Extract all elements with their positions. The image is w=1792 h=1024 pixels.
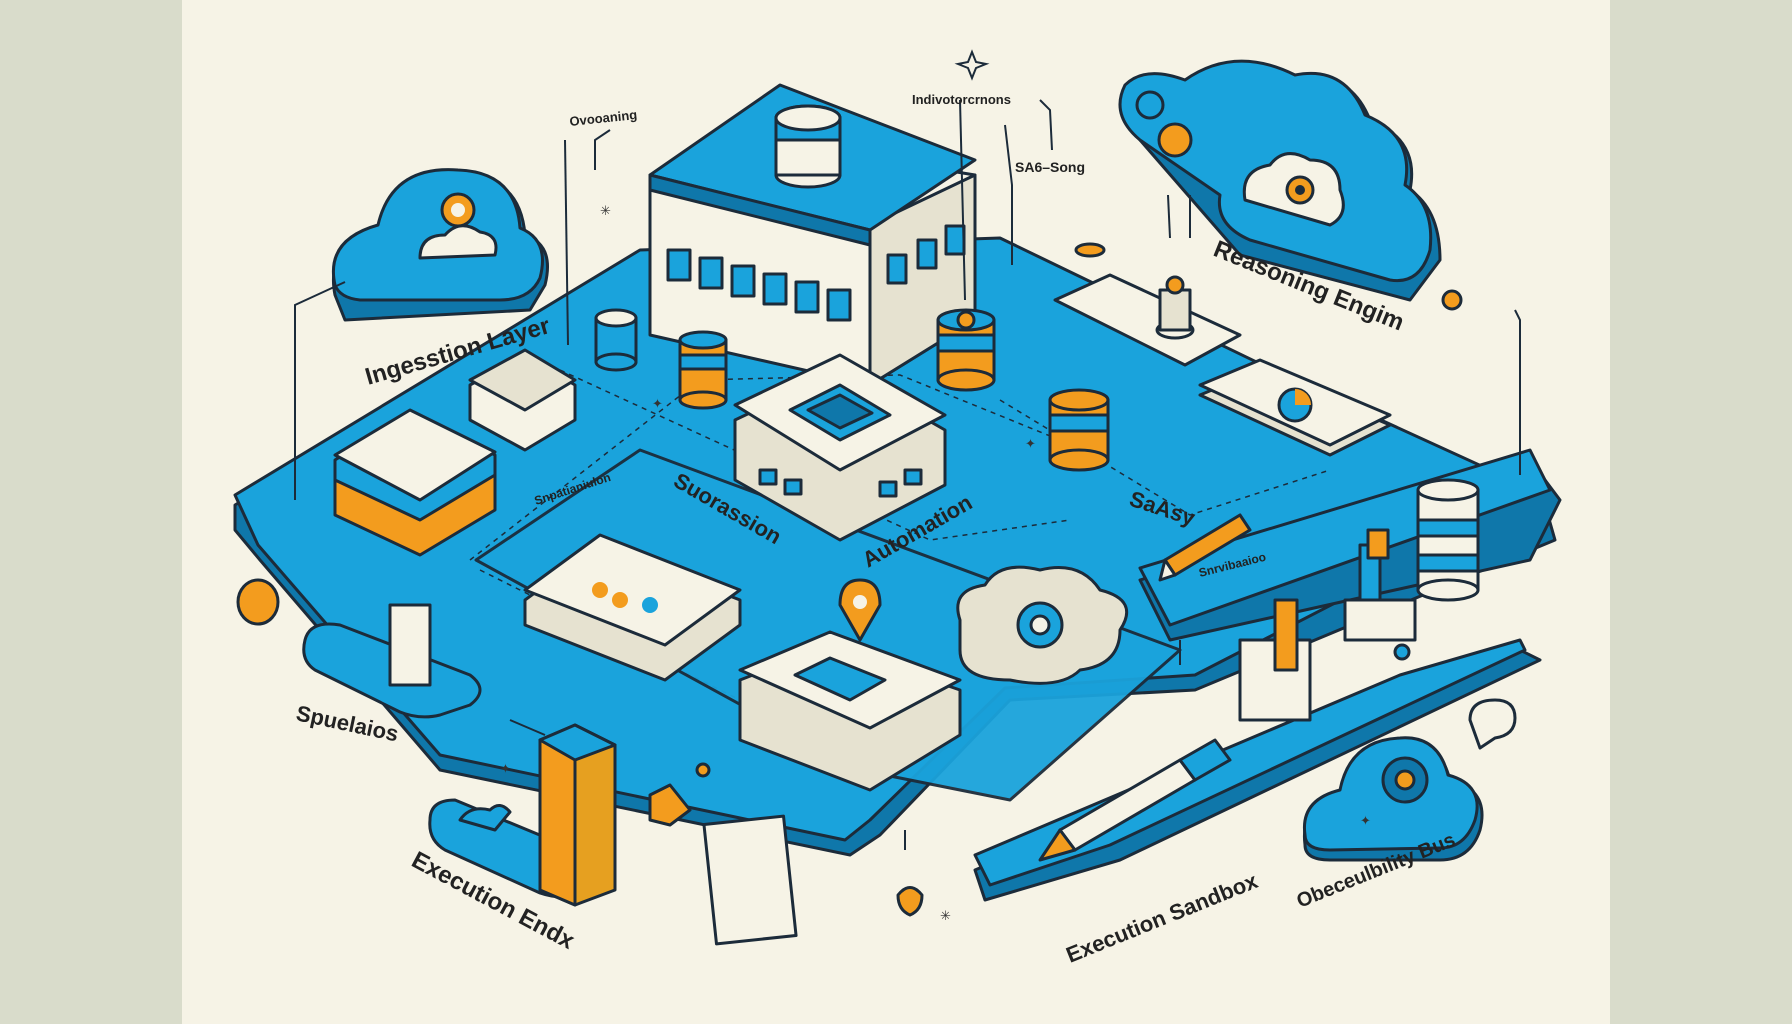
workflow-card: [523, 533, 742, 682]
svg-text:✳: ✳: [600, 203, 611, 218]
db-right-orange: [1048, 388, 1110, 472]
sparkle-icons: ✳ ✦ ✦ ✦ ✳ ✦: [500, 49, 1371, 923]
svg-text:✦: ✦: [500, 761, 511, 776]
svg-text:✦: ✦: [652, 396, 663, 411]
label-top-center: Indivotorcrnons: [912, 92, 1011, 107]
label-top-left-note: Ovooaning: [569, 107, 638, 129]
db-center: [936, 308, 996, 392]
label-top-right-note: SA6–Song: [1015, 159, 1085, 175]
svg-text:✳: ✳: [940, 908, 951, 923]
pencils: [1038, 513, 1252, 862]
reasoning-docs: [1053, 242, 1392, 457]
connector-lines: [294, 99, 1521, 850]
database-stacks: [594, 308, 1480, 602]
cloud-observability: [1302, 698, 1517, 862]
svg-text:✦: ✦: [1025, 436, 1036, 451]
decorative-coins: [236, 578, 1411, 917]
svg-text:✦: ✦: [1360, 813, 1371, 828]
db-left: [594, 308, 638, 372]
sandbox-devices: [1238, 528, 1417, 722]
db-tall-right: [1416, 478, 1480, 602]
gear-cloud: [956, 565, 1129, 685]
label-execution-sandbox: Execution Sandbox: [1063, 868, 1262, 968]
central-building: [648, 83, 977, 387]
cloud-reasoning: [1118, 59, 1463, 311]
ingestion-modules: [333, 348, 577, 557]
execution-endx-blocks: [388, 603, 798, 946]
db-orange-left: [678, 330, 728, 410]
cloud-ingestion: [332, 168, 549, 322]
automation-module: [738, 578, 962, 792]
supervision-hub: [733, 353, 947, 542]
